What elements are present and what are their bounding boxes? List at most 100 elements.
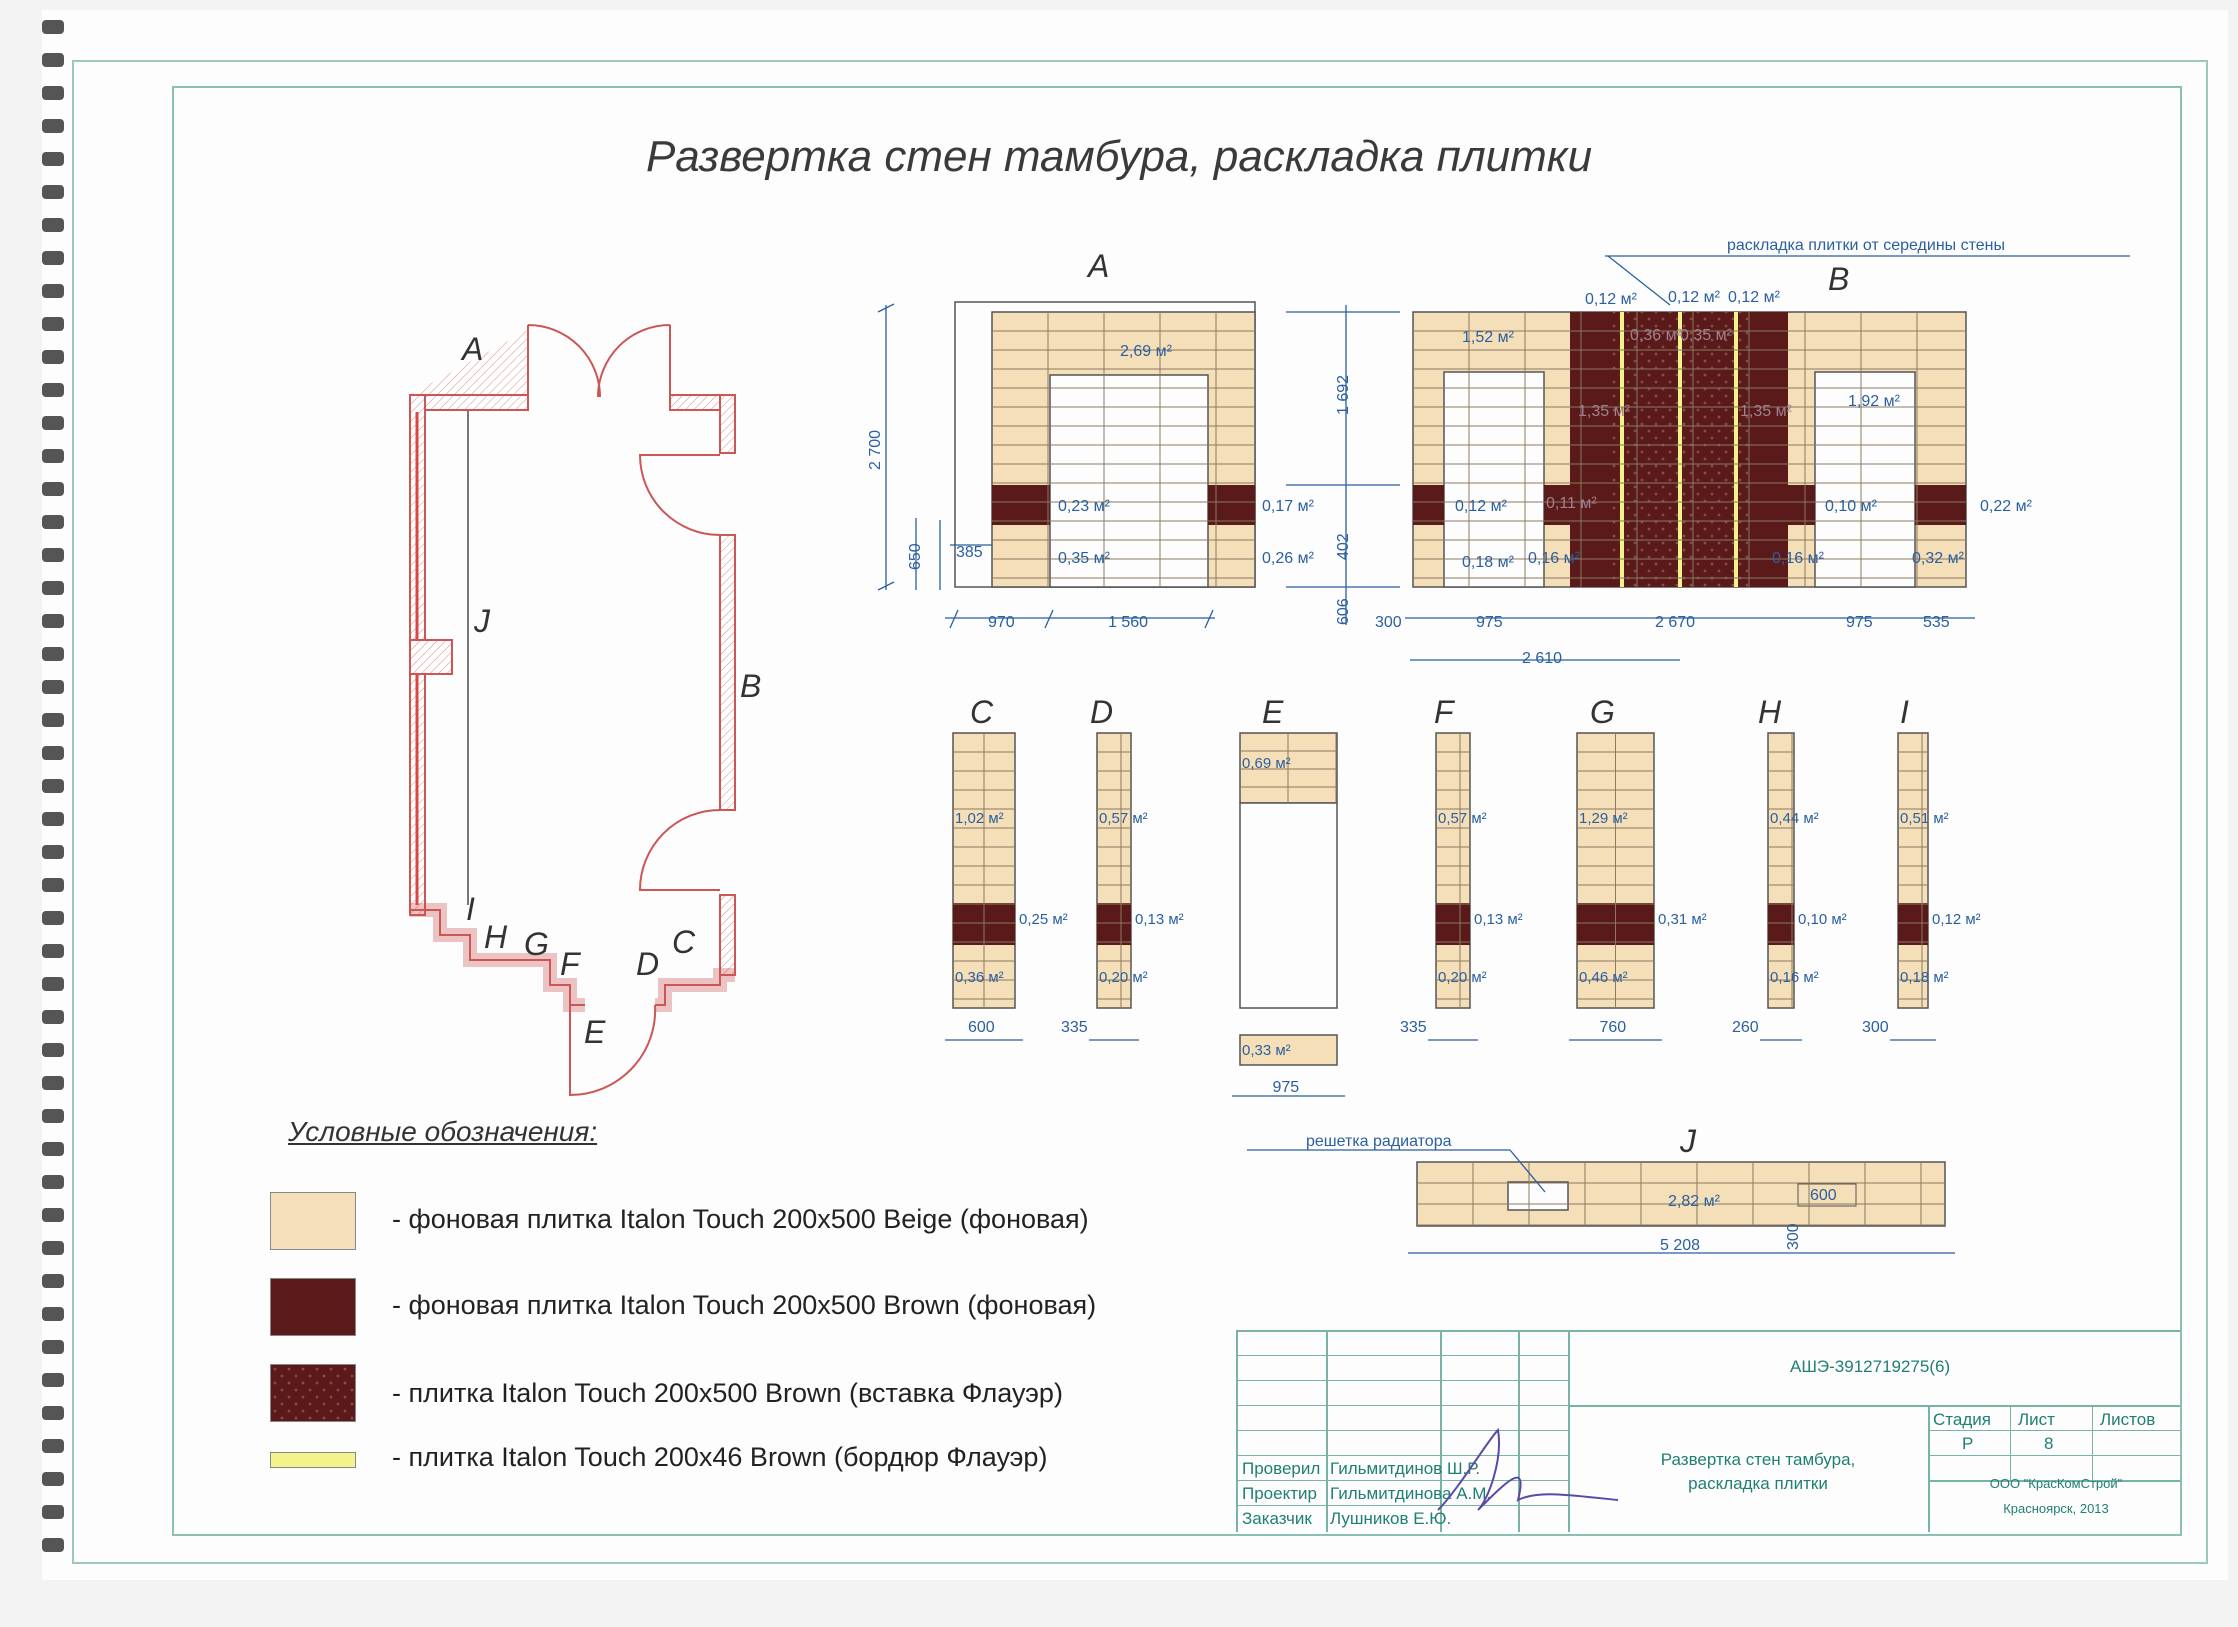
spiral-ring <box>42 350 64 364</box>
dim-a-970: 970 <box>988 614 1015 631</box>
area-d-0: 0,57 м² <box>1099 810 1148 827</box>
wall-i-elevation <box>1897 732 1929 1009</box>
wall-h-elevation <box>1767 732 1795 1009</box>
wall-h-brown-band <box>1768 903 1794 945</box>
legend-text-flower: - плитка Italon Touch 200x500 Brown (вст… <box>392 1378 1063 1408</box>
dim-b-1692: 1 692 <box>1335 375 1352 415</box>
dim-j-5208: 5 208 <box>1660 1237 1700 1254</box>
area-i-0: 0,51 м² <box>1900 810 1949 827</box>
dim-c: 600 <box>968 1019 995 1036</box>
spiral-ring <box>42 713 64 727</box>
dim-d: 335 <box>1061 1019 1088 1036</box>
area-d-1: 0,13 м² <box>1135 911 1184 928</box>
dim-b-300: 300 <box>1375 614 1402 631</box>
area-b-2: 0,12 м² <box>1668 289 1721 306</box>
area-a-2: 0,17 м² <box>1262 498 1315 515</box>
legend-text-beige: - фоновая плитка Italon Touch 200x500 Be… <box>392 1204 1089 1234</box>
role-customer: Заказчик <box>1242 1509 1312 1528</box>
spiral-ring <box>42 86 64 100</box>
spiral-ring <box>42 1010 64 1024</box>
role-checked: Проверил <box>1242 1459 1321 1478</box>
spiral-ring <box>42 1175 64 1189</box>
dim-b-535: 535 <box>1923 614 1950 631</box>
plan-label-i: I <box>466 891 475 927</box>
spiral-ring <box>42 1274 64 1288</box>
area-d-2: 0,20 м² <box>1099 969 1148 986</box>
plan-label-c: C <box>672 924 696 960</box>
sheet-value: 8 <box>2044 1434 2054 1453</box>
outer-frame <box>72 60 2208 1564</box>
area-a-main: 2,69 м² <box>1120 343 1173 360</box>
sheet-label: Лист <box>2018 1410 2055 1429</box>
spiral-ring <box>42 1109 64 1123</box>
area-f-1: 0,13 м² <box>1474 911 1523 928</box>
plan-label-g: G <box>524 926 549 962</box>
spiral-ring <box>42 977 64 991</box>
area-f-2: 0,20 м² <box>1438 969 1487 986</box>
area-e-1: 0,33 м² <box>1242 1042 1291 1059</box>
spiral-ring <box>42 581 64 595</box>
wall-d-brown-band <box>1097 903 1131 945</box>
dim-a-1560: 1 560 <box>1108 614 1148 631</box>
area-j: 2,82 м² <box>1668 1193 1721 1210</box>
spiral-ring <box>42 317 64 331</box>
area-b-3: 0,12 м² <box>1728 289 1781 306</box>
wall-d-tiles <box>1096 732 1132 1009</box>
area-a-4: 0,26 м² <box>1262 550 1315 567</box>
spiral-ring <box>42 1076 64 1090</box>
legend-swatch-border <box>270 1452 356 1468</box>
spiral-ring <box>42 911 64 925</box>
plan-labels: A B J I H G F D C E <box>460 331 761 1050</box>
area-b-10: 0,12 м² <box>1455 498 1508 515</box>
legend-swatch-brown <box>270 1278 356 1336</box>
legend-text-brown: - фоновая плитка Italon Touch 200x500 Br… <box>392 1290 1097 1320</box>
area-i-2: 0,18 м² <box>1900 969 1949 986</box>
wall-d-label: D <box>1090 694 1113 730</box>
spiral-ring <box>42 1538 64 1552</box>
area-b-9: 1,35 м² <box>1740 403 1793 420</box>
plan-label-h: H <box>484 919 508 955</box>
spiral-ring <box>42 119 64 133</box>
area-g-1: 0,31 м² <box>1658 911 1707 928</box>
wall-c-elevation <box>952 732 1016 1009</box>
binding-spiral <box>42 20 64 1552</box>
sheet-description: Развертка стен тамбура, раскладка плитки <box>1660 1450 1856 1493</box>
wall-f-tiles <box>1435 732 1471 1009</box>
spiral-ring <box>42 944 64 958</box>
wall-j-label: J <box>1679 1123 1697 1159</box>
wall-i-brown-band <box>1898 903 1928 945</box>
wall-i-label: I <box>1900 694 1909 730</box>
wall-f-elevation <box>1435 732 1471 1009</box>
name-customer: Лушников Е.Ю. <box>1330 1509 1452 1528</box>
legend-swatch-flower <box>270 1364 356 1422</box>
wall-e-door <box>1239 802 1338 1009</box>
dim-j-300: 300 <box>1785 1223 1802 1250</box>
dim-a-height: 2 700 <box>867 430 884 470</box>
spiral-ring <box>42 1307 64 1321</box>
wall-g-label: G <box>1590 694 1615 730</box>
dim-i: 300 <box>1862 1019 1889 1036</box>
wall-b-areas: 0,12 м² 0,12 м² 0,12 м² 1,52 м² 0,36 м² … <box>1455 289 2033 571</box>
area-f-0: 0,57 м² <box>1438 810 1487 827</box>
wall-b-dimensions <box>1286 305 1975 661</box>
area-c-0: 1,02 м² <box>955 810 1004 827</box>
dim-b-975b: 975 <box>1846 614 1873 631</box>
area-b-15: 0,16 м² <box>1528 550 1581 567</box>
wall-e-label: E <box>1262 694 1284 730</box>
spiral-ring <box>42 647 64 661</box>
area-g-0: 1,29 м² <box>1579 810 1628 827</box>
wall-d-elevation <box>1096 732 1132 1009</box>
wall-h-tiles <box>1767 732 1795 1009</box>
drawing-code: АШЭ-3912719275(6) <box>1790 1357 1951 1376</box>
spiral-ring <box>42 1241 64 1255</box>
dim-a-385: 385 <box>956 544 983 561</box>
company-city: Красноярск, 2013 <box>2003 1501 2109 1516</box>
name-designer: Гильмитдинова А.М. <box>1330 1484 1492 1503</box>
legend-swatch-beige <box>270 1192 356 1250</box>
area-h-2: 0,16 м² <box>1770 969 1819 986</box>
spiral-ring <box>42 416 64 430</box>
spiral-ring <box>42 284 64 298</box>
drawing-sheet <box>42 10 2228 1580</box>
spiral-ring <box>42 1373 64 1387</box>
